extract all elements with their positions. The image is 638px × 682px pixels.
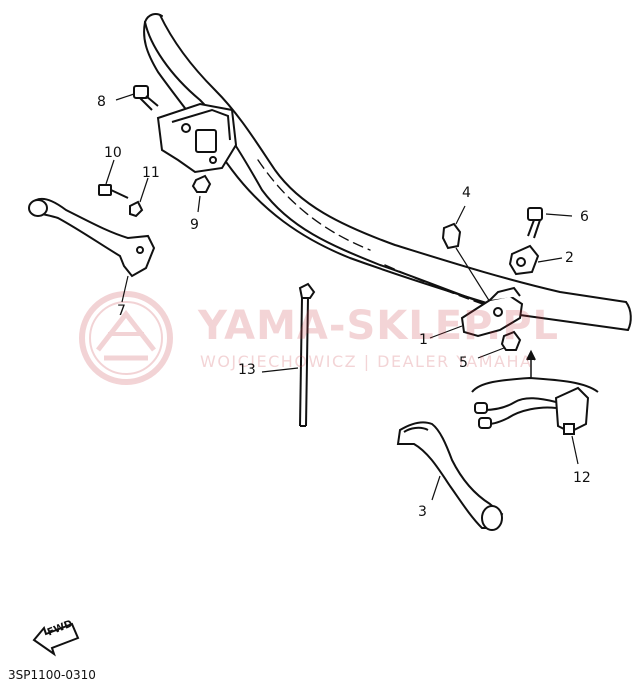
part-label-10: 10 [104,145,122,161]
part-label-12: 12 [573,470,591,486]
part-label-5: 5 [459,355,468,371]
part-label-8: 8 [97,94,106,110]
part-label-3: 3 [418,504,427,520]
watermark-subtitle: WOJCIECHOWICZ | DEALER YAMAHA [200,352,533,371]
left-lever-7 [28,198,156,303]
screw-10-icon [98,159,129,199]
right-lever-3 [396,421,504,531]
drawing-code: 3SP1100-0310 [8,668,96,682]
part-label-4: 4 [462,185,471,201]
left-clamp-housing [156,102,238,174]
part-label-13: 13 [238,362,256,378]
nut-9-icon [191,174,212,213]
bracket-2-icon [508,244,563,276]
part-label-11: 11 [142,165,160,181]
part-label-9: 9 [190,217,199,233]
part-label-2: 2 [565,250,574,266]
cable-band-13 [261,282,316,427]
fwd-arrow-icon [32,622,80,657]
part-label-6: 6 [580,209,589,225]
collar-11-icon [129,177,149,218]
lever-holder-1 [429,286,524,339]
nut-5-icon [477,330,522,359]
watermark-brand: YAMA-SKLEP.PL [198,303,560,349]
handlebar [143,13,632,331]
switch-12-icon [474,386,590,465]
part-label-1: 1 [419,332,428,348]
bolt-8-icon [115,85,159,111]
bolt-4-icon [441,205,496,311]
assembly-bracket [471,349,599,393]
bolt-6-icon [527,207,573,239]
watermark-logo-icon [79,291,173,385]
part-label-7: 7 [117,303,126,319]
